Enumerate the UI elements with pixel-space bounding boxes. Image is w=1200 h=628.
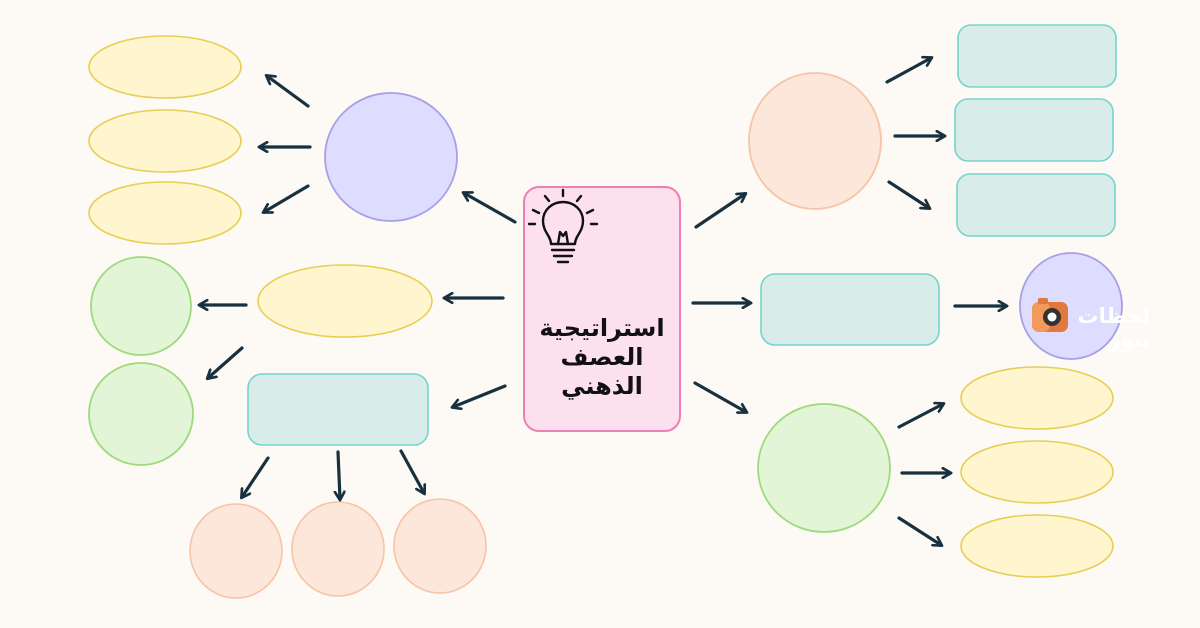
teal-box-right-top-2 bbox=[954, 98, 1114, 162]
arrow-peach-to-box-3 bbox=[887, 180, 929, 208]
yellow-oval-left-mid bbox=[257, 264, 433, 338]
yellow-pill-top-left-3 bbox=[88, 181, 242, 245]
yellow-pill-right-2 bbox=[960, 440, 1114, 504]
yellow-pill-top-left-1 bbox=[88, 35, 242, 99]
peach-circle-right bbox=[748, 72, 882, 210]
green-circle-right bbox=[757, 403, 891, 533]
teal-box-right-top-1 bbox=[957, 24, 1117, 88]
purple-circle-left bbox=[324, 92, 458, 222]
yellow-pill-top-left-2 bbox=[88, 109, 242, 173]
peach-circle-bottom-3 bbox=[393, 498, 487, 594]
arrow-purple-to-pill-1 bbox=[267, 76, 310, 108]
arrow-green-to-pill-3 bbox=[897, 516, 941, 545]
green-circle-left-1 bbox=[90, 256, 192, 356]
yellow-pill-right-1 bbox=[960, 366, 1114, 430]
peach-circle-bottom-2 bbox=[291, 501, 385, 597]
teal-box-right-top-3 bbox=[956, 173, 1116, 237]
green-circle-left-2 bbox=[88, 362, 194, 466]
teal-box-left-bottom bbox=[247, 373, 429, 446]
watermark: لحظات نيوز bbox=[1030, 296, 1198, 352]
camera-logo-icon bbox=[1032, 298, 1068, 332]
arrow-yellow-to-green-2 bbox=[208, 346, 244, 378]
arrow-teal-to-peach-1 bbox=[242, 456, 270, 497]
peach-circle-bottom-1 bbox=[189, 503, 283, 599]
purple-circle-right bbox=[1019, 252, 1123, 360]
teal-box-right-mid bbox=[760, 273, 940, 346]
arrow-green-to-pill-1 bbox=[897, 404, 943, 429]
yellow-pill-right-3 bbox=[960, 514, 1114, 578]
center-topic-title: استراتيجية العصف الذهني bbox=[539, 314, 665, 400]
arrow-center-to-teal-left bbox=[453, 384, 507, 407]
arrows bbox=[200, 58, 1006, 545]
arrow-peach-to-box-1 bbox=[885, 58, 931, 84]
arrow-teal-to-peach-3 bbox=[399, 449, 424, 493]
arrow-teal-to-peach-2 bbox=[338, 450, 340, 499]
arrow-center-to-purple bbox=[464, 193, 517, 224]
center-topic-box: استراتيجية العصف الذهني bbox=[523, 186, 681, 432]
arrow-center-to-peach-right bbox=[694, 194, 745, 229]
watermark-text: لحظات نيوز bbox=[1077, 304, 1150, 352]
lightbulb-icon bbox=[527, 188, 599, 264]
arrow-purple-to-pill-3 bbox=[264, 184, 310, 212]
arrow-center-to-green-right bbox=[693, 381, 746, 412]
